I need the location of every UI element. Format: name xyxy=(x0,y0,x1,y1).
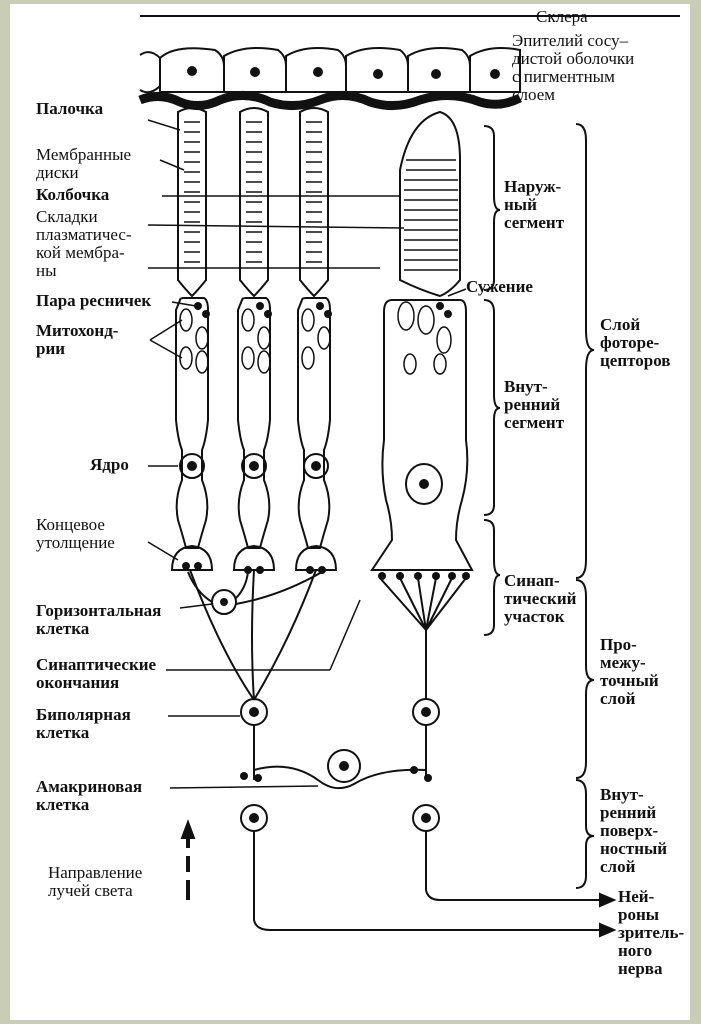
label-inner-surface-layer: Внут- ренний поверх- ностный слой xyxy=(600,786,667,876)
rod-discs xyxy=(184,122,322,262)
label-cone: Колбочка xyxy=(36,186,109,204)
label-membrane-discs: Мембранные диски xyxy=(36,146,131,182)
label-nucleus: Ядро xyxy=(90,456,129,474)
pigment-layer xyxy=(140,95,520,105)
cone-folds xyxy=(404,160,458,270)
label-photoreceptor-layer: Слой фоторе- цепторов xyxy=(600,316,670,370)
pigment-nuclei xyxy=(187,66,500,79)
label-sclera: Склера xyxy=(536,8,588,26)
label-constriction: Сужение xyxy=(466,278,533,296)
label-amacrine-cell: Амакриновая клетка xyxy=(36,778,142,814)
label-horizontal-cell: Горизонтальная клетка xyxy=(36,602,161,638)
amacrine-processes xyxy=(254,725,426,788)
label-synaptic-endings: Синаптические окончания xyxy=(36,656,156,692)
horizontal-cell-processes xyxy=(188,572,322,604)
label-mitochondria: Митохонд- рии xyxy=(36,322,118,358)
rod-dendrites xyxy=(190,570,316,700)
label-plasma-folds: Складки плазматичес- кой мембра- ны xyxy=(36,208,132,280)
label-outer-segment: Наруж- ный сегмент xyxy=(504,178,564,232)
label-end-bulb: Концевое утолщение xyxy=(36,516,115,552)
mitochondria-shapes xyxy=(180,302,451,374)
label-rod: Палочка xyxy=(36,100,103,118)
label-optic-nerve-neurons: Ней- роны зритель- ного нерва xyxy=(618,888,684,978)
braces xyxy=(484,124,594,888)
label-bipolar-cell: Биполярная клетка xyxy=(36,706,131,742)
label-intermediate-layer: Про- межу- точный слой xyxy=(600,636,659,708)
pigment-epithelium xyxy=(140,48,520,92)
light-arrowhead xyxy=(182,822,194,838)
optic-axons xyxy=(254,831,610,930)
label-light-direction: Направление лучей света xyxy=(48,864,142,900)
label-synaptic-region: Синап- тический участок xyxy=(504,572,576,626)
cone-dendrites xyxy=(380,578,466,700)
label-inner-segment: Внут- ренний сегмент xyxy=(504,378,564,432)
axon-arrowheads xyxy=(600,894,614,936)
label-cilia-pair: Пара ресничек xyxy=(36,292,151,310)
label-pigment-epithelium: Эпителий сосу– дистой оболочки с пигмент… xyxy=(512,32,634,104)
nuclei xyxy=(180,454,442,504)
